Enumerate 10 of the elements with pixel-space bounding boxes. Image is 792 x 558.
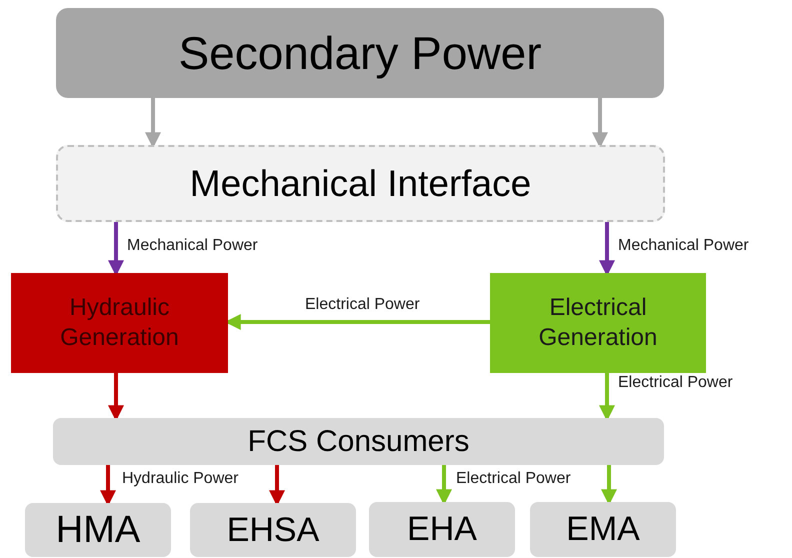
actuator-box: EMA: [530, 502, 676, 557]
interface-box: Mechanical Interface: [56, 145, 665, 222]
actuator-box: EHSA: [190, 503, 356, 557]
actuator-box: HMA: [25, 503, 171, 557]
edge-label: Hydraulic Power: [121, 471, 240, 487]
consumer-bar: FCS Consumers: [53, 418, 664, 465]
process-box: Electrical Generation: [490, 273, 706, 373]
process-box: Secondary Power: [56, 8, 664, 98]
actuator-box: EHA: [369, 502, 515, 557]
process-box: Hydraulic Generation: [11, 273, 228, 373]
